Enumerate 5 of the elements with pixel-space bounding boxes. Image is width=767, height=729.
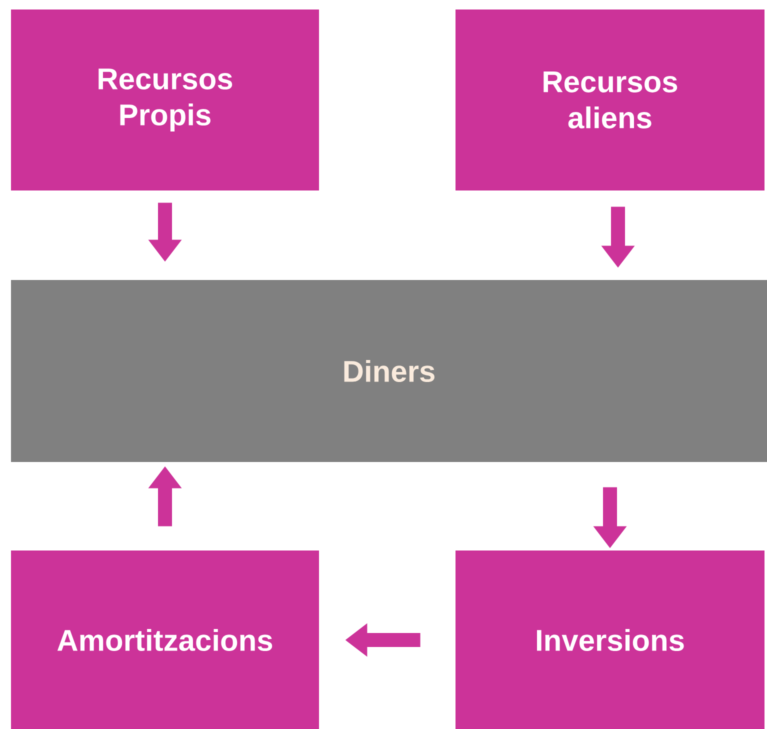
band: Diners: [11, 280, 767, 462]
process-box: Recursos Propis: [11, 10, 319, 190]
process-box: Recursos aliens: [456, 10, 764, 190]
process-box: Inversions: [456, 550, 764, 729]
process-box: Amortitzacions: [11, 550, 319, 729]
